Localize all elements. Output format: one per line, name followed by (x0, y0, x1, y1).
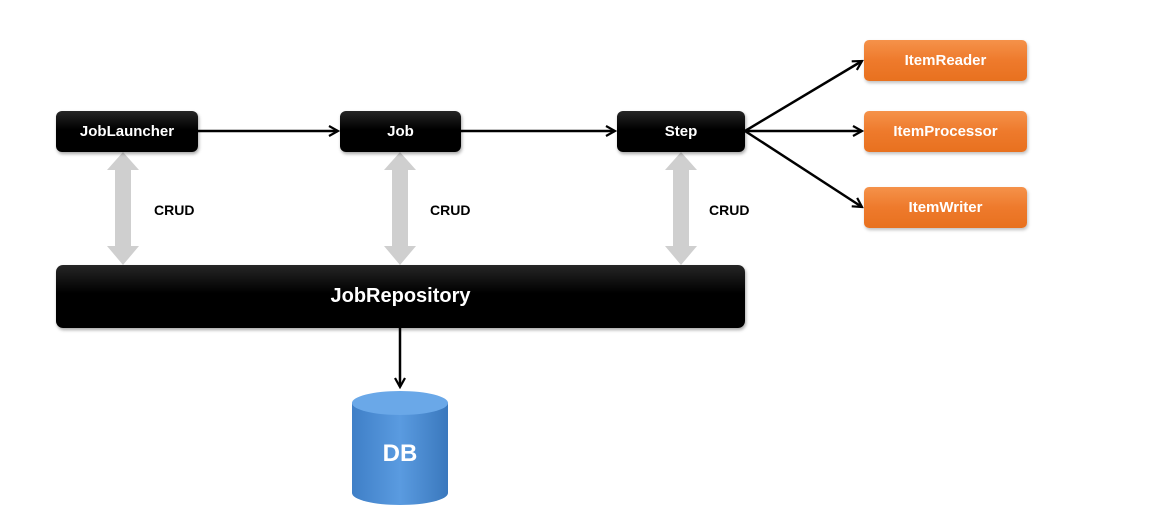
step-node: Step (617, 111, 745, 152)
arrow-step-to-writer (744, 129, 862, 207)
job-node: Job (340, 111, 461, 152)
item-processor-label: ItemProcessor (893, 123, 998, 140)
step-label: Step (664, 123, 698, 140)
crud-label-job: CRUD (430, 202, 471, 218)
arrow-step-to-reader (744, 61, 862, 133)
item-reader-node: ItemReader (864, 40, 1027, 81)
item-processor-node: ItemProcessor (864, 111, 1027, 152)
crud-arrow-launcher (107, 152, 139, 265)
job-launcher-node: JobLauncher (56, 111, 198, 152)
job-label: Job (387, 123, 414, 140)
db-label: DB (382, 440, 418, 467)
crud-arrow-step (665, 152, 697, 265)
job-repository-node: JobRepository (56, 265, 745, 328)
crud-label-step: CRUD (709, 202, 750, 218)
item-writer-label: ItemWriter (908, 199, 983, 216)
job-repository-label: JobRepository (330, 285, 471, 307)
job-launcher-label: JobLauncher (79, 123, 175, 140)
crud-label-launcher: CRUD (154, 202, 195, 218)
crud-arrow-job (384, 152, 416, 265)
item-writer-node: ItemWriter (864, 187, 1027, 228)
item-reader-label: ItemReader (904, 52, 987, 69)
db-cylinder-icon (352, 391, 448, 505)
